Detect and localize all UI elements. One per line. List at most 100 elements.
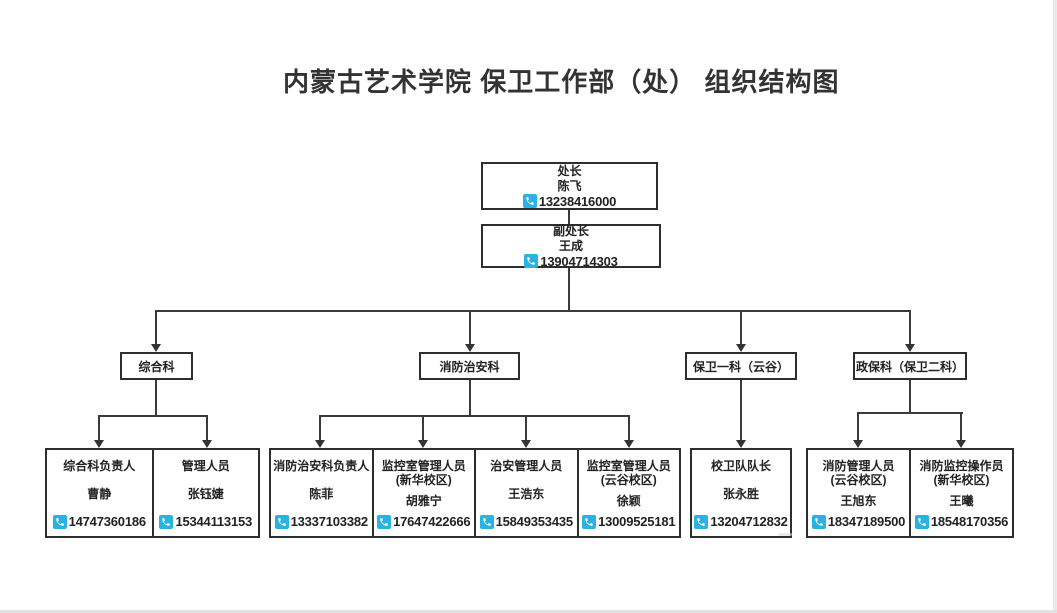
artifact-smudge [778,533,792,536]
node-person-name: 王成 [558,238,583,253]
phone-number: 13904714303 [540,253,618,269]
connector-line [422,415,424,441]
phone-icon [914,515,929,529]
arrow-down-icon [736,344,746,352]
phone-row: 15849353435 [479,514,574,529]
phone-row: 13337103382 [274,514,369,529]
staff-card: 综合科负责人 曹静 14747360186 [47,450,152,536]
staff-title: 消防监控操作员 [919,459,1004,473]
staff-card: 管理人员 张钰婕 15344113153 [151,450,259,536]
connector-line [155,380,157,415]
staff-subtitle: (云谷校区) [830,473,887,487]
connector-line [98,415,100,441]
phone-icon [811,515,826,529]
staff-name: 徐颖 [616,494,641,508]
phone-number: 15344113153 [175,514,253,529]
node-role: 处长 [557,163,582,178]
dept-general-affairs: 综合科 [120,352,193,380]
staff-card: 校卫队队长 张永胜 13204712832 [692,450,790,536]
page-edge-right [1053,0,1057,613]
arrow-down-icon [853,440,863,448]
phone-row: 14747360186 [52,514,147,529]
dept-security-section-1: 保卫一科（云谷） [685,352,797,380]
staff-subtitle: (新华校区) [395,473,452,487]
arrow-down-icon [521,440,531,448]
connector-line [740,380,742,441]
phone-number: 13204712832 [710,514,788,529]
staff-card: 消防管理人员 (云谷校区) 王旭东 18347189500 [808,450,909,536]
phone-icon [479,515,494,529]
node-deputy-director: 副处长 王成 13904714303 [481,223,661,269]
connector-line [469,310,471,346]
connector-rail [319,415,630,417]
staff-title: 综合科负责人 [63,459,136,473]
staff-name: 张永胜 [722,487,759,501]
phone-number: 18347189500 [827,514,906,529]
arrow-down-icon [151,344,161,352]
staff-title: 监控室管理人员 [586,459,671,473]
staff-card: 监控室管理人员 (云谷校区) 徐颖 13009525181 [576,450,680,536]
staff-card: 治安管理人员 王浩东 15849353435 [474,450,577,536]
staff-name: 王曦 [949,494,974,508]
staff-name: 曹静 [87,487,112,501]
phone-number: 17647422666 [393,514,471,529]
phone-icon [52,515,67,529]
phone-number: 15849353435 [495,514,574,529]
connector-line [568,210,570,224]
staff-title: 治安管理人员 [490,459,563,473]
staff-title: 校卫队队长 [710,459,771,473]
connector-line [469,380,471,415]
connector-line [960,412,962,441]
phone-number: 13238416000 [538,193,617,209]
connector-rail [155,310,911,312]
staff-card: 消防监控操作员 (新华校区) 王曦 18548170356 [909,450,1012,536]
arrow-down-icon [465,344,475,352]
node-role: 副处长 [552,223,589,238]
phone-number: 14747360186 [68,514,147,529]
staff-title: 消防治安科负责人 [273,459,370,473]
arrow-down-icon [624,440,634,448]
phone-row: 13204712832 [694,514,788,529]
staff-title: 管理人员 [181,459,230,473]
arrow-down-icon [956,440,966,448]
phone-row: 18347189500 [811,514,906,529]
connector-line [909,310,911,346]
dept-fire-public-security: 消防治安科 [419,352,520,380]
connector-line [525,415,527,441]
page-title: 内蒙古艺术学院 保卫工作部（处） 组织结构图 [283,67,840,97]
phone-number: 18548170356 [930,514,1009,529]
phone-icon [274,515,289,529]
connector-rail [98,415,208,417]
connector-line [319,415,321,441]
node-person-name: 陈飞 [557,178,582,193]
staff-title: 消防管理人员 [822,459,895,473]
phone-icon [694,515,709,529]
arrow-down-icon [202,440,212,448]
connector-line [155,310,157,346]
staff-card: 消防治安科负责人 陈菲 13337103382 [271,450,372,536]
phone-row: 15344113153 [159,515,252,529]
staff-card: 监控室管理人员 (新华校区) 胡雅宁 17647422666 [371,450,475,536]
node-director: 处长 陈飞 13238416000 [481,162,658,210]
arrow-down-icon [736,440,746,448]
staff-title: 监控室管理人员 [381,459,466,473]
connector-line [740,310,742,346]
arrow-down-icon [418,440,428,448]
phone-row: 13904714303 [524,253,618,269]
connector-line [568,268,570,311]
phone-number: 13009525181 [598,514,676,529]
staff-name: 胡雅宁 [405,494,442,508]
staff-subtitle: (云谷校区) [600,473,657,487]
staff-name: 王旭东 [840,494,877,508]
leaf-group-political-security: 消防管理人员 (云谷校区) 王旭东 18347189500 消防监控操作员 (新… [806,448,1014,538]
staff-name: 王浩东 [508,487,545,501]
phone-row: 18548170356 [914,514,1009,529]
staff-name: 陈菲 [309,487,334,501]
staff-subtitle: (新华校区) [933,473,990,487]
phone-number: 13337103382 [290,514,369,529]
phone-icon [524,254,539,268]
phone-row: 13238416000 [522,193,617,209]
leaf-group-fire-public-security: 消防治安科负责人 陈菲 13337103382 监控室管理人员 (新华校区) 胡… [269,448,681,538]
connector-rail [857,412,963,414]
